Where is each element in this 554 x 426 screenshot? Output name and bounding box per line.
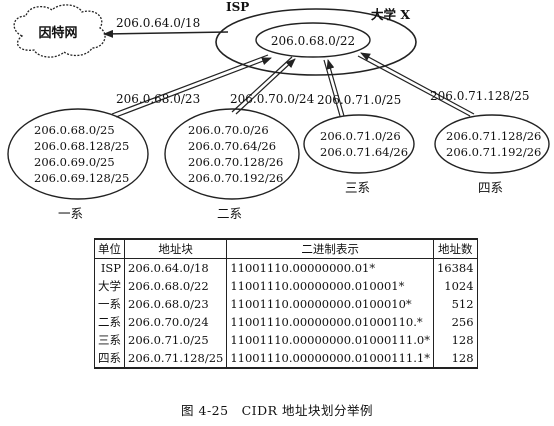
cell-address-count: 256	[432, 313, 478, 331]
university-node: 206.0.68.0/22 大学 X	[255, 7, 410, 58]
internet-cloud: 因特网	[13, 4, 106, 58]
subnet-label: 206.0.71.128/26	[446, 129, 541, 143]
table-row: ISP 206.0.64.0/18 11001110.00000000.01* …	[94, 258, 478, 277]
department-link: 206.0.68.0/23	[111, 54, 272, 118]
header-address-count: 地址数	[432, 238, 478, 259]
department-node: 206.0.71.128/26 206.0.71.192/26 四系	[434, 114, 550, 195]
link-arrow	[115, 57, 272, 118]
department-block-label: 206.0.71.0/25	[317, 93, 401, 107]
cell-unit: 一系	[94, 295, 125, 313]
table-row: 大学 206.0.68.0/22 11001110.00000000.01000…	[94, 277, 478, 295]
table-row: 四系 206.0.71.128/25 11001110.00000000.010…	[94, 349, 478, 369]
cell-address-block: 206.0.71.128/25	[123, 349, 228, 369]
cell-binary: 11001110.00000000.01*	[226, 258, 434, 277]
internet-label: 因特网	[38, 25, 77, 41]
department-node: 206.0.70.0/26 206.0.70.64/26 206.0.70.12…	[164, 108, 300, 221]
department-ellipse	[164, 108, 300, 200]
department-name: 三系	[345, 180, 370, 195]
university-ellipse	[255, 22, 371, 58]
cloud-shape	[13, 4, 106, 58]
cell-binary: 11001110.00000000.01000111.0*	[226, 331, 434, 349]
department-block-label: 206.0.68.0/23	[116, 92, 200, 106]
cell-binary: 11001110.00000000.010001*	[226, 277, 434, 295]
cell-address-count: 1024	[432, 277, 478, 295]
cell-unit: ISP	[94, 258, 125, 277]
subnet-label: 206.0.68.0/25	[34, 123, 115, 137]
isp-to-internet-block: 206.0.64.0/18	[116, 16, 200, 30]
subnet-label: 206.0.68.128/25	[34, 139, 129, 153]
figure-caption: 图 4-25 CIDR 地址块划分举例	[181, 403, 373, 418]
cidr-diagram: 因特网 ISP 206.0.68.0/22 大学 X 206.0.64.0/18…	[7, 0, 550, 221]
cell-address-block: 206.0.68.0/22	[123, 277, 228, 295]
cell-binary: 11001110.00000000.01000110.*	[226, 313, 434, 331]
link-arrow	[111, 54, 269, 115]
subnet-label: 206.0.69.0/25	[34, 155, 115, 169]
department-ellipse	[434, 114, 550, 174]
table-row: 一系 206.0.68.0/23 11001110.00000000.01000…	[94, 295, 478, 313]
department-block-label: 206.0.71.128/25	[430, 89, 529, 103]
department-link: 206.0.70.0/24	[230, 56, 315, 115]
isp-to-internet-arrow	[103, 29, 229, 38]
department-name: 一系	[58, 206, 83, 221]
isp-to-internet-link: 206.0.64.0/18	[103, 16, 229, 38]
cell-unit: 四系	[94, 349, 125, 369]
address-block-table: 单位 地址块 二进制表示 地址数 ISP 206.0.64.0/18 11001…	[94, 238, 478, 369]
department-node: 206.0.68.0/25 206.0.68.128/25 206.0.69.0…	[7, 108, 149, 221]
link-arrow	[360, 52, 475, 115]
cell-address-count: 128	[432, 349, 478, 369]
cell-binary: 11001110.00000000.01000111.1*	[226, 349, 434, 369]
subnet-label: 206.0.71.64/26	[320, 145, 408, 159]
table-header-row: 单位 地址块 二进制表示 地址数	[94, 238, 478, 259]
link-arrow	[326, 59, 345, 117]
subnet-label: 206.0.70.0/26	[188, 123, 269, 137]
university-label: 大学 X	[371, 7, 410, 22]
link-arrow	[231, 56, 293, 113]
department-name: 二系	[217, 206, 242, 221]
university-block: 206.0.68.0/22	[271, 34, 355, 48]
department-block-label: 206.0.70.0/24	[230, 92, 315, 106]
header-binary: 二进制表示	[226, 238, 434, 259]
header-unit: 单位	[94, 238, 125, 259]
department-name: 四系	[478, 180, 503, 195]
subnet-label: 206.0.70.192/26	[188, 171, 283, 185]
department-link: 206.0.71.128/25	[357, 52, 529, 117]
isp-label: ISP	[226, 0, 249, 14]
cell-unit: 大学	[94, 277, 125, 295]
cell-address-count: 512	[432, 295, 478, 313]
department-node: 206.0.71.0/26 206.0.71.64/26 三系	[303, 114, 415, 195]
link-arrow	[235, 58, 296, 115]
cell-unit: 三系	[94, 331, 125, 349]
subnet-label: 206.0.70.64/26	[188, 139, 276, 153]
header-address-block: 地址块	[123, 238, 228, 259]
department-ellipse	[7, 108, 149, 200]
cell-address-count: 16384	[432, 258, 478, 277]
table-row: 二系 206.0.70.0/24 11001110.00000000.01000…	[94, 313, 478, 331]
cell-address-block: 206.0.71.0/25	[123, 331, 228, 349]
department-ellipse	[303, 114, 415, 174]
subnet-label: 206.0.70.128/26	[188, 155, 283, 169]
cell-address-count: 128	[432, 331, 478, 349]
department-link: 206.0.71.0/25	[317, 59, 401, 117]
table-row: 三系 206.0.71.0/25 11001110.00000000.01000…	[94, 331, 478, 349]
cell-address-block: 206.0.70.0/24	[123, 313, 228, 331]
subnet-label: 206.0.71.0/26	[320, 129, 401, 143]
cell-address-block: 206.0.68.0/23	[123, 295, 228, 313]
link-arrow	[357, 55, 471, 117]
subnet-label: 206.0.69.128/25	[34, 171, 129, 185]
cell-address-block: 206.0.64.0/18	[123, 258, 228, 277]
subnet-label: 206.0.71.192/26	[446, 145, 541, 159]
cell-unit: 二系	[94, 313, 125, 331]
cell-binary: 11001110.00000000.0100010*	[226, 295, 434, 313]
